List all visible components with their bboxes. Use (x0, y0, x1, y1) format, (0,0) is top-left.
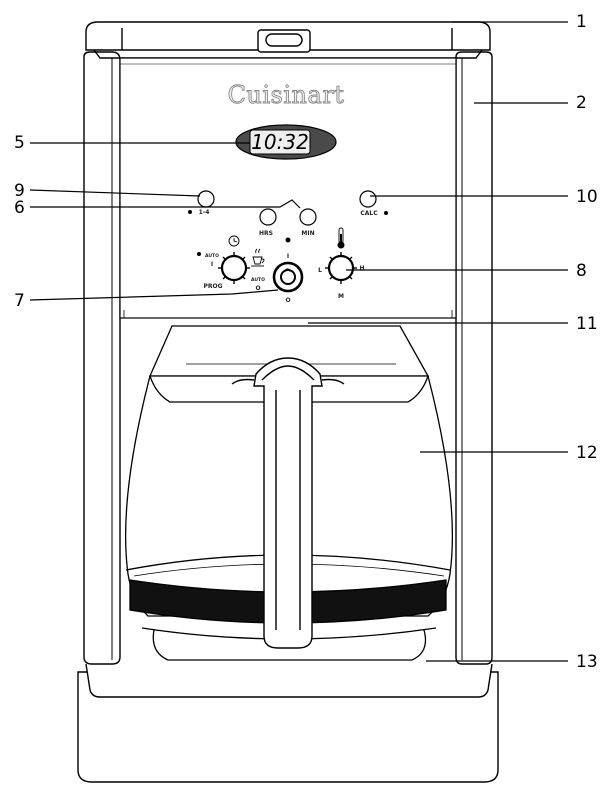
callout-7: 7 (14, 291, 25, 311)
callout-8: 8 (576, 261, 587, 281)
base (77, 663, 499, 783)
callout-1: 1 (576, 12, 587, 32)
temperature-dial[interactable] (325, 252, 357, 284)
callout-10: 10 (576, 187, 598, 207)
program-dial[interactable] (218, 252, 250, 284)
label-1-4: 1-4 (199, 209, 210, 216)
label-auto: AUTO (205, 253, 219, 259)
clean-indicator (384, 211, 388, 215)
power-indicator (285, 237, 291, 243)
hour-button[interactable] (259, 208, 277, 226)
one-to-four-cup-button[interactable] (197, 190, 215, 208)
leader-line-7 (29, 289, 279, 301)
callout-5: 5 (14, 133, 25, 153)
thermometer-icon (337, 227, 345, 249)
housing-columns (83, 51, 493, 665)
callout-12: 12 (576, 443, 598, 463)
label-dial-on: I (211, 261, 213, 268)
cup-icon (251, 248, 265, 267)
leader-lines (29, 21, 568, 662)
callout-9: 9 (14, 181, 25, 201)
callout-11: 11 (576, 314, 598, 334)
label-hrs: HRS (259, 230, 273, 237)
label-dial-auto: AUTO (251, 277, 265, 283)
minute-button[interactable] (299, 208, 317, 226)
callout-6: 6 (14, 198, 25, 218)
carafe-handle (231, 357, 345, 649)
callout-13: 13 (576, 652, 598, 672)
reservoir-cover (85, 21, 491, 59)
clean-button[interactable] (359, 190, 377, 208)
label-dial-off: O (255, 285, 260, 292)
leader-line-9 (29, 189, 201, 197)
callout-2: 2 (576, 93, 587, 113)
power-on-off-button[interactable] (272, 261, 304, 293)
label-power-off: O (285, 297, 290, 304)
label-power-on: I (287, 253, 289, 260)
brand-logo-text: Cuisinart (228, 81, 345, 109)
display-time: 10:32 (251, 130, 309, 154)
label-temp-high: H (359, 265, 364, 272)
clock-display: 10:32 (235, 124, 337, 160)
label-temp-low: L (318, 267, 322, 274)
label-temp-med: M (338, 293, 344, 300)
one-to-four-indicator (188, 210, 192, 214)
label-prog: PROG (203, 283, 222, 290)
label-calc: CALC (360, 210, 378, 217)
clock-icon (228, 235, 240, 247)
leader-line-6 (30, 199, 301, 209)
label-min: MIN (301, 230, 314, 237)
auto-indicator (197, 252, 201, 256)
